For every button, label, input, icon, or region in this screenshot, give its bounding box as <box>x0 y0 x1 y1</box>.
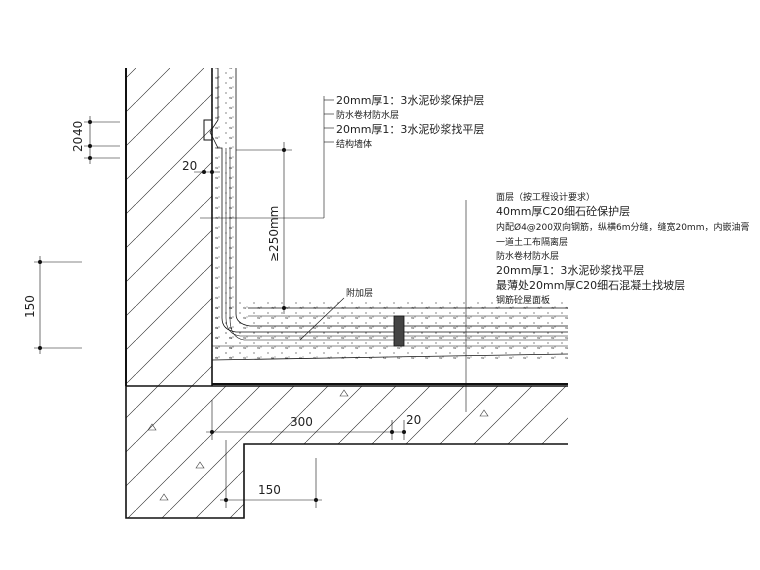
dim-text-20: 20 <box>71 137 85 152</box>
dimension-left-vertical: 150 <box>23 256 82 354</box>
dim-text-20-bottom: 20 <box>406 413 421 427</box>
wall-callouts: 20mm厚1：3水泥砂浆保护层 防水卷材防水层 20mm厚1：3水泥砂浆找平层 … <box>336 93 484 150</box>
dimension-left-top: 20 40 <box>71 116 120 164</box>
floor-layers <box>211 300 569 385</box>
floor-callout-8: 钢筋砼屋面板 <box>496 294 550 306</box>
dim-text-upturn: ≥250mm <box>267 206 281 262</box>
wall-callout-4: 结构墙体 <box>336 138 372 150</box>
leader-lines <box>200 96 467 412</box>
roof-slab <box>125 385 568 519</box>
wall-callout-1: 20mm厚1：3水泥砂浆保护层 <box>336 93 484 107</box>
dimension-upturn: ≥250mm <box>236 142 292 314</box>
floor-callout-3: 内配Ø4@200双向钢筋，纵横6m分缝，缝宽20mm，内嵌油膏 <box>496 221 749 233</box>
dimension-groove: 20 <box>182 159 220 174</box>
dim-text-150-left: 150 <box>23 295 37 318</box>
wall-callout-3: 20mm厚1：3水泥砂浆找平层 <box>336 122 484 136</box>
extra-layer-label: 附加层 <box>346 287 373 299</box>
floor-callout-7: 最薄处20mm厚C20细石混凝土找坡层 <box>496 278 685 292</box>
dim-text-groove: 20 <box>182 159 197 173</box>
floor-callouts: 面层（按工程设计要求） 40mm厚C20细石砼保护层 内配Ø4@200双向钢筋，… <box>496 191 749 306</box>
wall-callout-2: 防水卷材防水层 <box>336 109 399 121</box>
floor-callout-5: 防水卷材防水层 <box>496 250 559 262</box>
dimension-bottom-150: 150 <box>220 440 322 508</box>
floor-callout-4: 一道土工布隔离层 <box>496 236 568 248</box>
dim-text-150-bottom: 150 <box>258 483 281 497</box>
structural-wall <box>125 68 213 386</box>
dim-text-300: 300 <box>290 415 313 429</box>
dimension-bottom-300: 300 20 <box>206 400 421 440</box>
floor-callout-1: 面层（按工程设计要求） <box>496 191 595 203</box>
dim-text-40: 40 <box>71 121 85 136</box>
floor-callout-6: 20mm厚1：3水泥砂浆找平层 <box>496 263 644 277</box>
floor-callout-2: 40mm厚C20细石砼保护层 <box>496 204 630 218</box>
